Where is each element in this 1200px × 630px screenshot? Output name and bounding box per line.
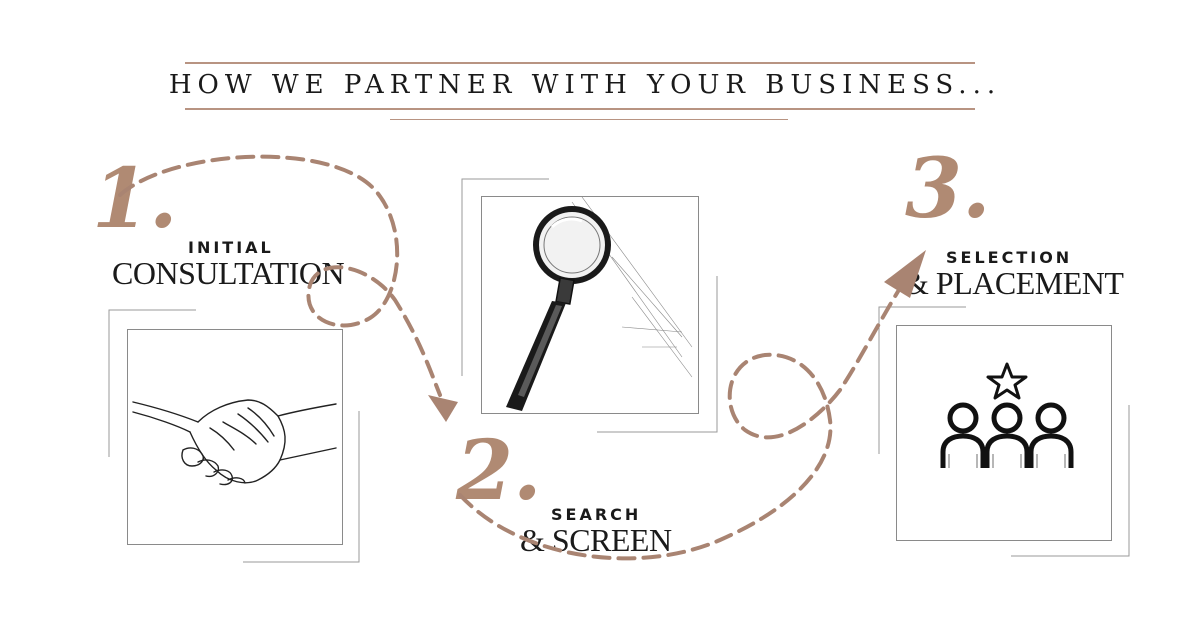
handshake-icon: [132, 399, 337, 486]
step-3-frame-corner-bottom: [1011, 405, 1130, 557]
step-1-label-big: CONSULTATION: [112, 255, 345, 291]
step-3-label-big: & PLACEMENT: [904, 265, 1124, 301]
magnifying-glass-icon: [506, 196, 693, 411]
step-3-image-frame: [896, 325, 1112, 541]
step-1-image-frame: [127, 329, 343, 545]
step-2-image-frame: [481, 196, 699, 414]
step-3-label-small: SELECTION: [946, 248, 1073, 267]
page-title: HOW WE PARTNER WITH YOUR BUSINESS...: [168, 70, 1002, 100]
step-1-number: 1.: [92, 151, 178, 247]
step-2-number: 2.: [456, 423, 542, 519]
title-rule-top: [185, 62, 975, 64]
step-3-number: 3.: [905, 141, 991, 237]
step-2-label-big: & SCREEN: [520, 522, 672, 558]
title-rule-bottom: [390, 119, 788, 120]
title-rule-middle: [185, 108, 975, 110]
team-star-icon: [940, 362, 1074, 468]
arrow-to-step-2: [428, 395, 458, 422]
step-1-frame-corner-bottom: [243, 411, 360, 563]
